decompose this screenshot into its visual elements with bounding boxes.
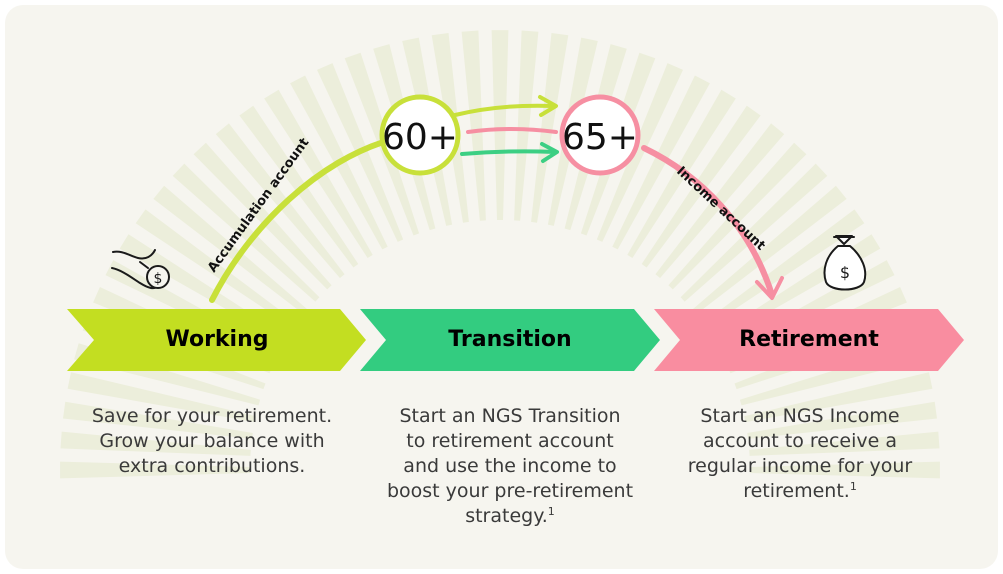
- income-arrowhead: [755, 276, 784, 300]
- income-curve: [641, 145, 775, 298]
- money-bag-icon: $: [823, 235, 867, 291]
- transition-arrowhead: [540, 142, 559, 163]
- sunburst-ray: [744, 372, 933, 423]
- transition-description: Start an NGS Transition to retirement ac…: [365, 404, 655, 529]
- sunburst-ray: [596, 63, 683, 242]
- retirement-description-line: retirement.1: [655, 479, 945, 504]
- sunburst-ray: [63, 401, 253, 439]
- transition-description-text: strategy.: [465, 505, 548, 527]
- working-description: Save for your retirement. Grow your bala…: [67, 404, 357, 479]
- sunburst-ray: [135, 209, 298, 329]
- sunburst-ray: [531, 33, 569, 223]
- sunburst-ray: [612, 75, 710, 250]
- stage-label-retirement: Retirement: [739, 327, 879, 352]
- transition-description-line: strategy.1: [365, 504, 655, 529]
- badge-65-text: 65+: [562, 117, 638, 158]
- sunburst-ray: [750, 461, 940, 479]
- sunburst-ray: [172, 163, 320, 302]
- sunburst-ray: [514, 30, 539, 221]
- sunburst-ray: [239, 105, 359, 268]
- sunburst-ray: [702, 209, 865, 329]
- accumulation-curve: [209, 137, 393, 303]
- retirement-description-line: account to receive a: [703, 430, 897, 452]
- sunburst-ray: [680, 163, 828, 302]
- sunburst-ray: [461, 30, 486, 221]
- badge-65: 65+: [559, 94, 641, 176]
- badge-60: 60+: [379, 94, 461, 176]
- sunburst-ray: [60, 461, 250, 479]
- sunburst-ray: [60, 431, 251, 456]
- svg-text:$: $: [840, 263, 850, 282]
- sunburst-ray: [692, 185, 847, 315]
- hand-with-coin-icon: $: [111, 249, 170, 290]
- transition-chevron: [360, 309, 660, 371]
- transition-description-line: Start an NGS Transition: [399, 405, 621, 427]
- sunburst-ray: [491, 30, 509, 220]
- sunburst-ray: [749, 431, 940, 456]
- retirement-description: Start an NGS Income account to receive a…: [655, 404, 945, 504]
- footnote-marker: 1: [547, 505, 555, 518]
- stage-label-working: Working: [165, 327, 269, 352]
- pink-arrow: [466, 127, 558, 134]
- stage-label-transition: Transition: [448, 327, 572, 352]
- green-yellow-arrowhead: [538, 95, 558, 117]
- working-description-line: Save for your retirement.: [91, 405, 333, 427]
- sunburst-ray: [67, 372, 256, 423]
- sunburst-ray: [215, 123, 345, 279]
- working-description-line: Grow your balance with: [99, 430, 325, 452]
- transition-description-line: boost your pre-retirement: [386, 480, 634, 502]
- retirement-description-text: retirement.: [743, 480, 850, 502]
- retirement-description-line: Start an NGS Income: [700, 405, 900, 427]
- transition-description-line: and use the income to: [403, 455, 617, 477]
- sunburst-ray: [153, 185, 308, 315]
- svg-text:$: $: [154, 271, 163, 287]
- footnote-marker: 1: [849, 480, 857, 493]
- sunburst-ray: [668, 142, 807, 290]
- sunburst-ray: [747, 401, 937, 439]
- working-chevron: [67, 309, 366, 371]
- retirement-chevron: [654, 309, 964, 371]
- transition-description-line: to retirement account: [406, 430, 614, 452]
- retirement-description-line: regular income for your: [687, 455, 913, 477]
- working-description-line: extra contributions.: [118, 455, 306, 477]
- sunburst-ray: [193, 142, 332, 290]
- green-yellow-arrow: [453, 103, 556, 117]
- transition-arrow: [460, 149, 557, 156]
- badge-60-text: 60+: [382, 117, 458, 158]
